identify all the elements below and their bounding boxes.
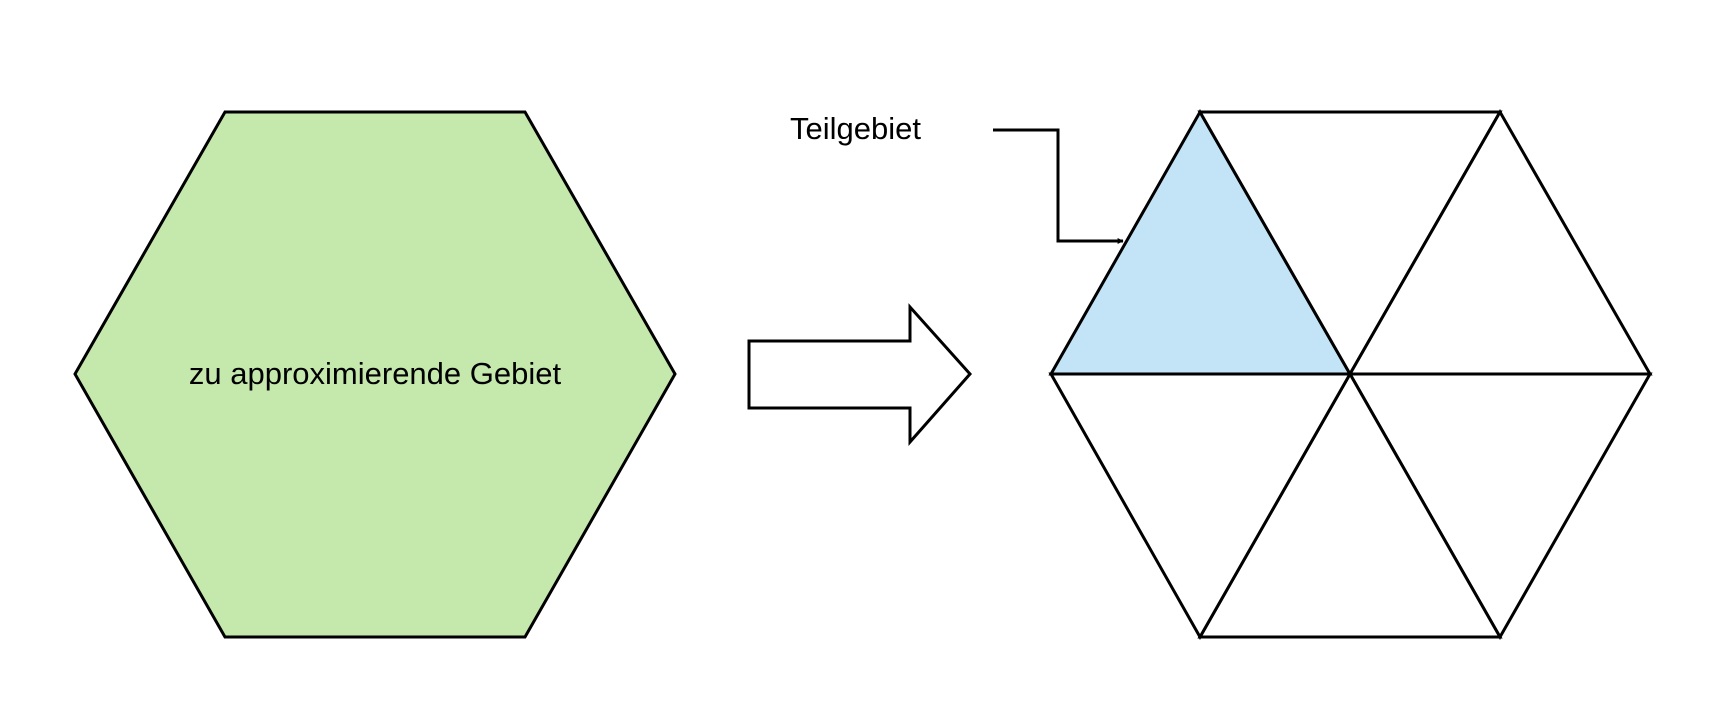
transform-arrow (747, 303, 973, 446)
subdomain-label: Teilgebiet (790, 111, 921, 146)
domain-hexagon-group: zu approximierende Gebiet (73, 110, 677, 639)
subdomain-callout-connector (993, 128, 1124, 244)
domain-hexagon (73, 110, 677, 639)
domain-label: zu approximierende Gebiet (189, 356, 562, 391)
triangulated-hexagon-group (1048, 108, 1653, 641)
subdomain-triangle-bottom-left (1048, 372, 1353, 641)
